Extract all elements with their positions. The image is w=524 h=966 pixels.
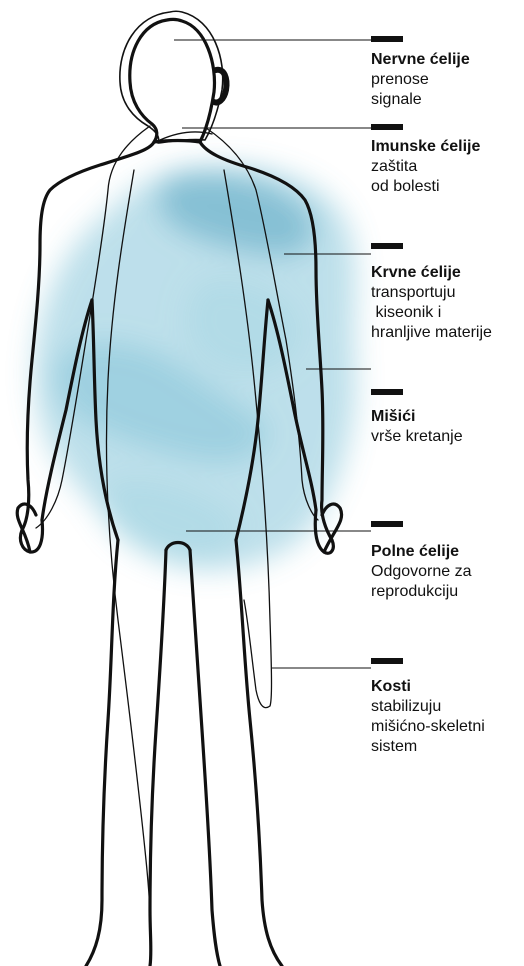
callout-title: Krvne ćelije bbox=[371, 263, 492, 283]
callout-misici: Mišići vrše kretanje bbox=[371, 407, 463, 447]
marker-bar-krvne bbox=[371, 243, 403, 249]
callout-text: od bolesti bbox=[371, 177, 480, 197]
callout-nervne: Nervne ćelije prenose signale bbox=[371, 50, 470, 110]
watercolor-splash bbox=[34, 165, 355, 570]
callout-text: zaštita bbox=[371, 157, 480, 177]
marker-bar-polne bbox=[371, 521, 403, 527]
callout-text: Odgovorne za bbox=[371, 562, 472, 582]
callout-text: reprodukciju bbox=[371, 582, 472, 602]
marker-bar-kosti bbox=[371, 658, 403, 664]
callout-polne: Polne ćelije Odgovorne za reprodukciju bbox=[371, 542, 472, 602]
callout-text: hranljive materije bbox=[371, 323, 492, 343]
callout-text: kiseonik i bbox=[371, 303, 492, 323]
callout-text: transportuju bbox=[371, 283, 492, 303]
marker-bar-misici bbox=[371, 389, 403, 395]
callout-text: mišićno-skeletni bbox=[371, 717, 485, 737]
callout-title: Kosti bbox=[371, 677, 485, 697]
callout-text: signale bbox=[371, 90, 470, 110]
callout-text: sistem bbox=[371, 737, 485, 757]
callout-kosti: Kosti stabilizuju mišićno-skeletni siste… bbox=[371, 677, 485, 757]
callout-krvne: Krvne ćelije transportuju kiseonik i hra… bbox=[371, 263, 492, 343]
callout-imunske: Imunske ćelije zaštita od bolesti bbox=[371, 137, 480, 197]
callout-title: Nervne ćelije bbox=[371, 50, 470, 70]
callout-title: Polne ćelije bbox=[371, 542, 472, 562]
callout-text: vrše kretanje bbox=[371, 427, 463, 447]
callout-text: stabilizuju bbox=[371, 697, 485, 717]
marker-bar-nervne bbox=[371, 36, 403, 42]
callout-title: Imunske ćelije bbox=[371, 137, 480, 157]
legs-outline bbox=[86, 540, 118, 966]
callout-text: prenose bbox=[371, 70, 470, 90]
callout-title: Mišići bbox=[371, 407, 463, 427]
marker-bar-imunske bbox=[371, 124, 403, 130]
